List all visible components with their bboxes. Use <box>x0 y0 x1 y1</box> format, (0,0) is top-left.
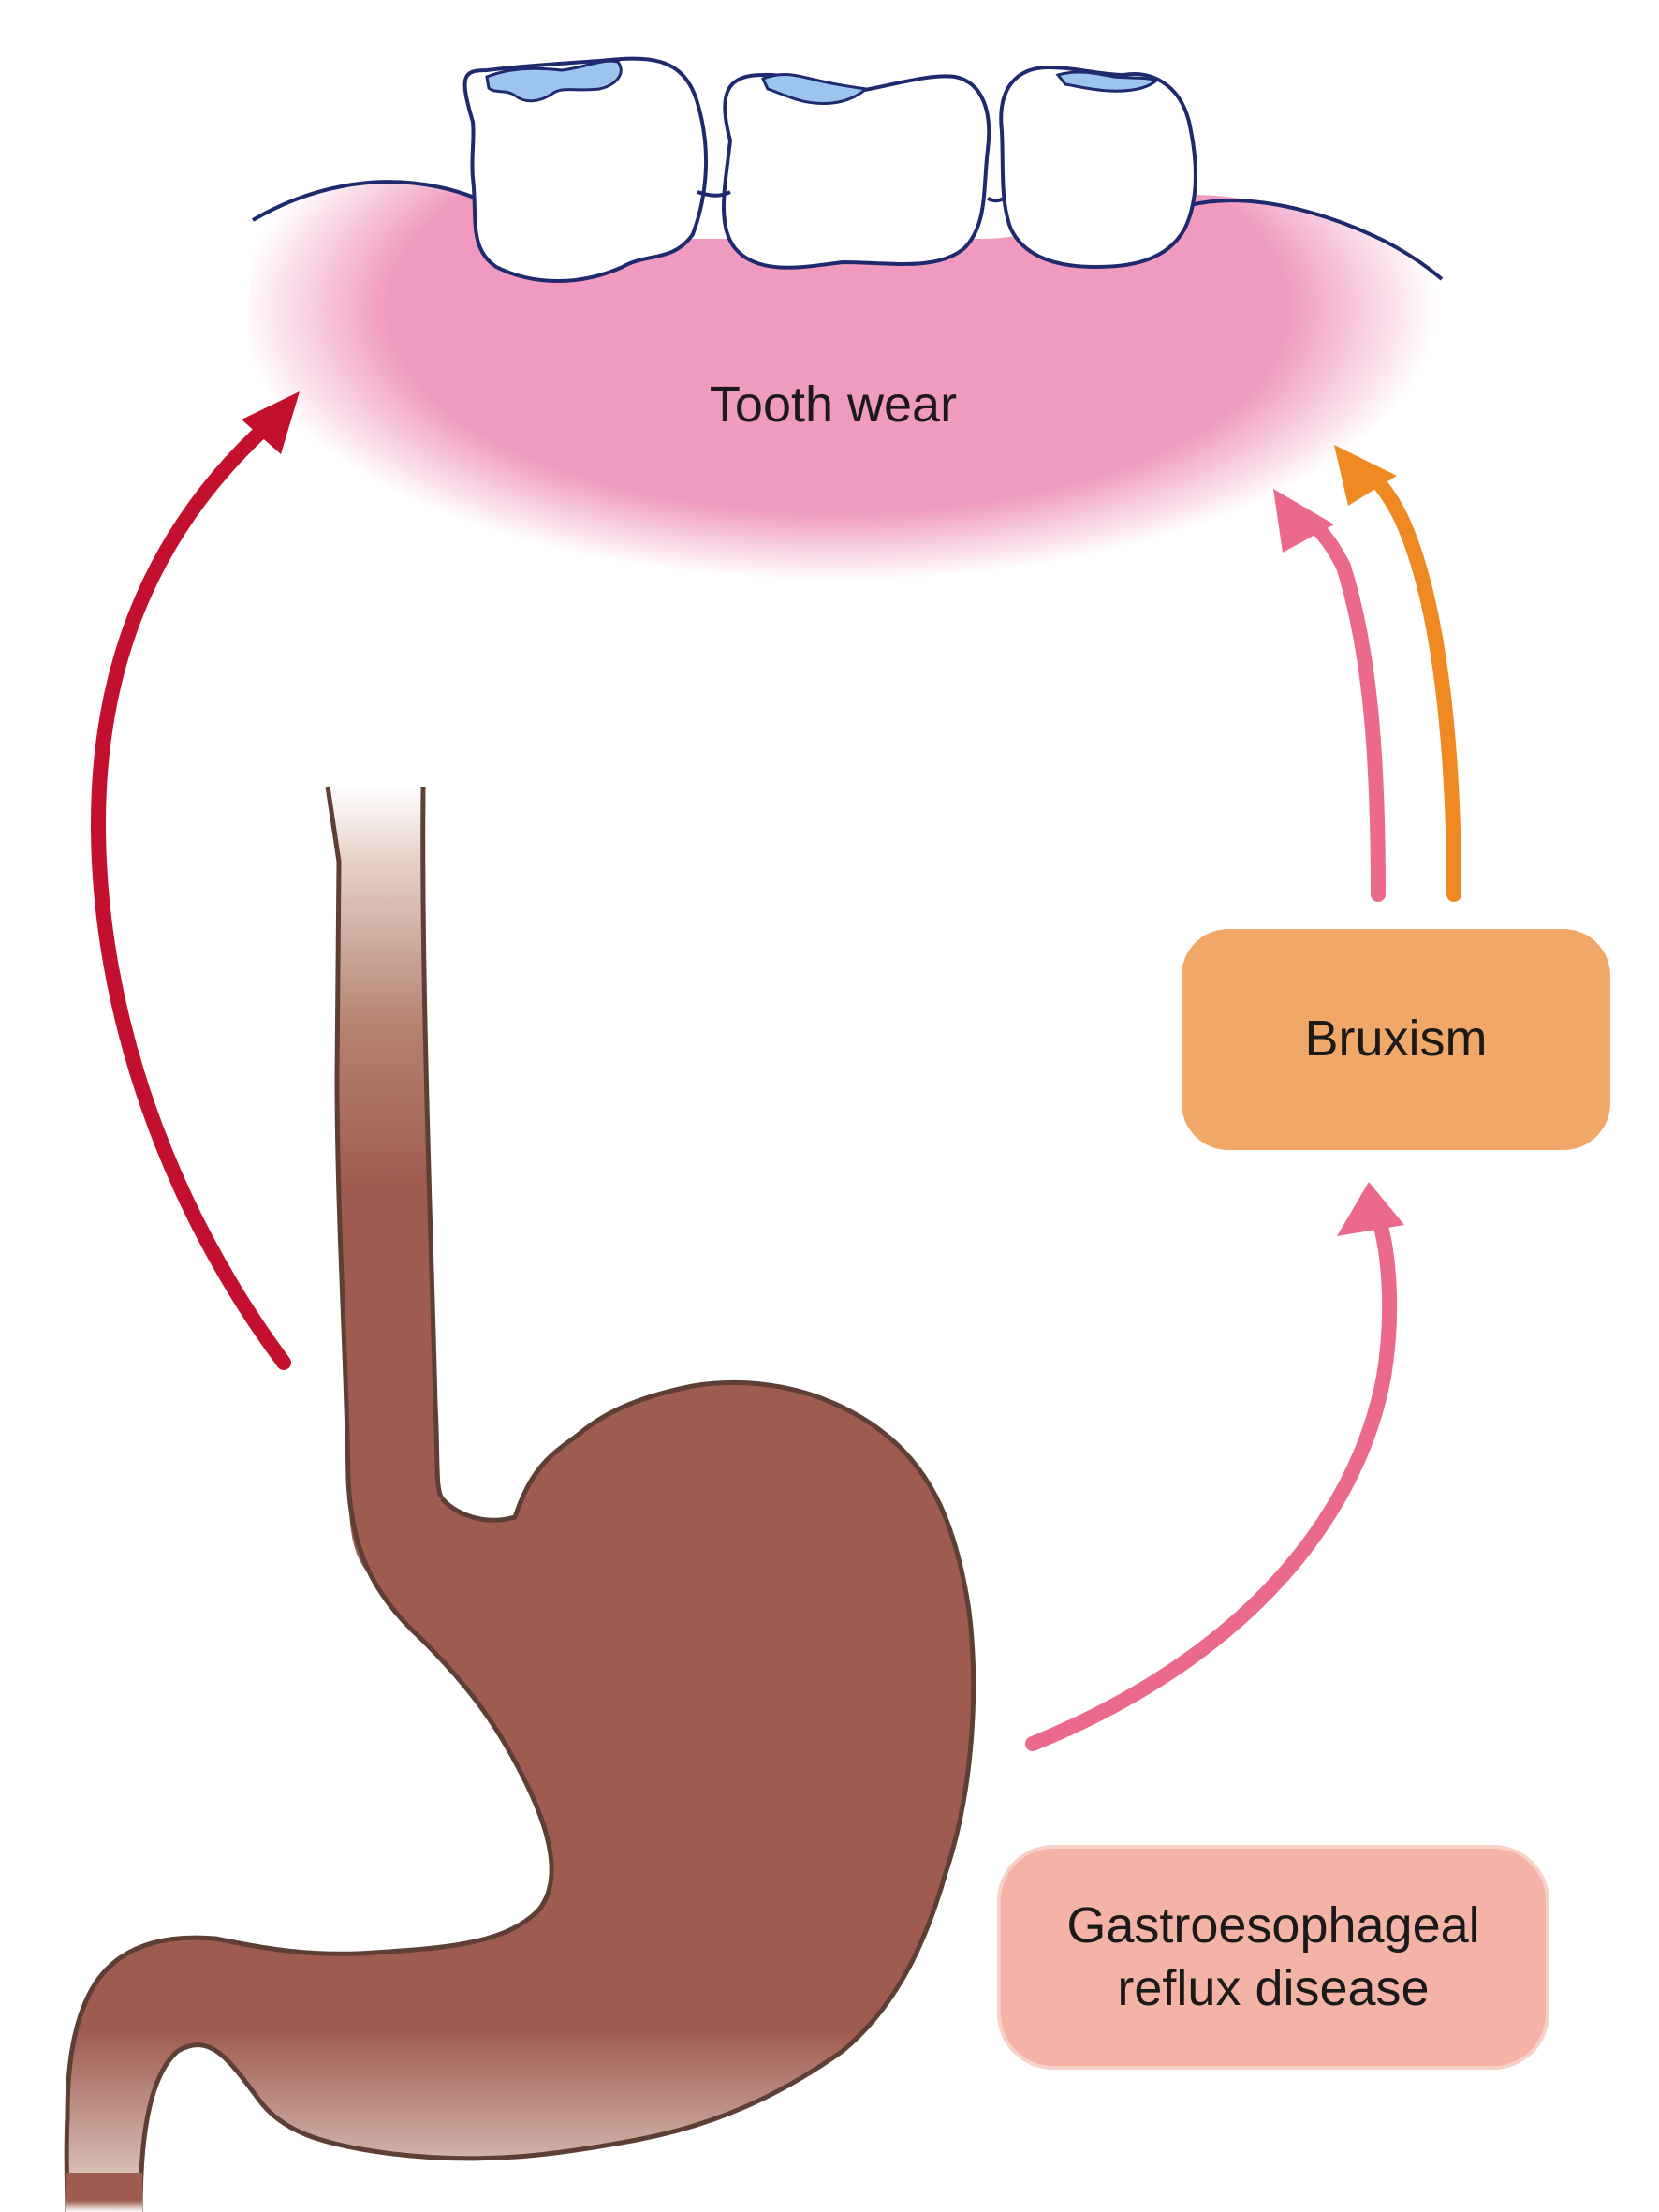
gerd-label-line1: Gastroesophageal <box>1066 1896 1480 1954</box>
teeth <box>462 56 1197 283</box>
stomach <box>64 1379 976 2212</box>
arrow-gerd-to-tooth-wear <box>90 391 300 1370</box>
gerd-box: Gastroesophageal reflux disease <box>997 1845 1549 2070</box>
arrow-bruxism-to-tooth-wear-pink <box>1273 489 1386 902</box>
arrow-bruxism-to-tooth-wear-orange <box>1334 445 1461 902</box>
tooth-right <box>999 65 1197 270</box>
tooth-left <box>462 56 709 283</box>
esophagus <box>325 786 468 1592</box>
bruxism-box: Bruxism <box>1182 929 1610 1150</box>
bruxism-label: Bruxism <box>1304 1010 1488 1068</box>
gerd-label-line2: reflux disease <box>1117 1960 1430 2016</box>
arrow-gerd-to-bruxism <box>1025 1182 1404 1751</box>
tooth-middle <box>722 72 991 270</box>
tooth-wear-label: Tooth wear <box>709 376 958 433</box>
